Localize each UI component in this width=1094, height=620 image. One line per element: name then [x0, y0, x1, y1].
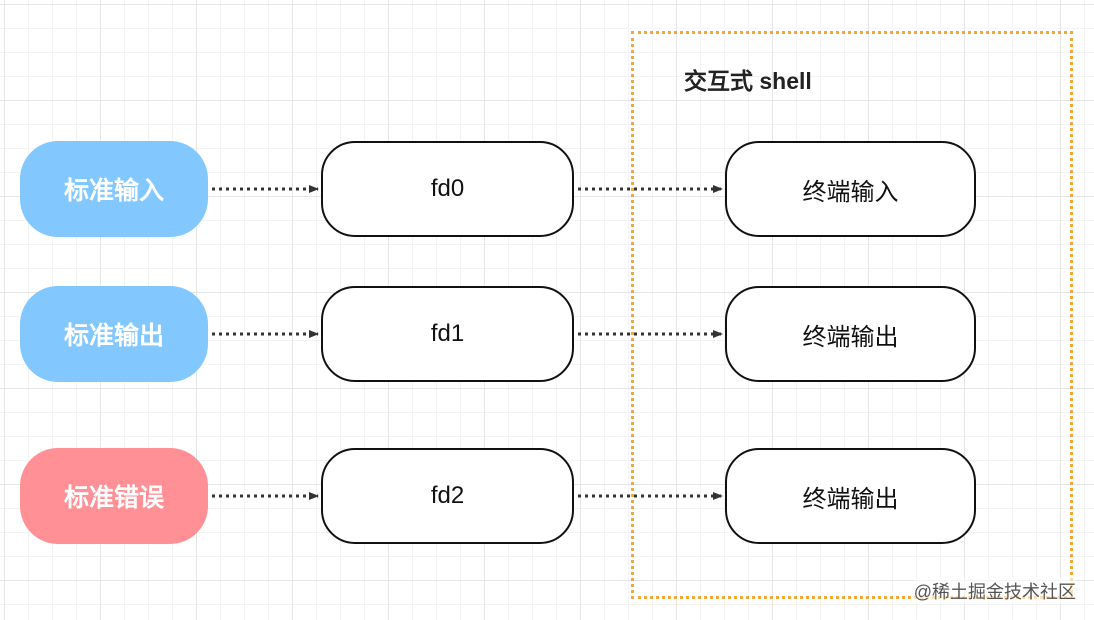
- source-label: 标准输入: [63, 177, 164, 205]
- source-label: 标准错误: [63, 484, 164, 512]
- fd-node-2: fd2: [321, 448, 574, 544]
- terminal-node-input: 终端输入: [725, 141, 976, 237]
- interactive-shell-group: [631, 31, 1073, 599]
- fd-label: fd2: [430, 482, 465, 509]
- terminal-label: 终端输入: [802, 178, 899, 206]
- source-node-stderr: 标准错误: [20, 448, 208, 544]
- terminal-node-output: 终端输出: [725, 286, 976, 382]
- group-title: 交互式 shell: [684, 68, 812, 94]
- terminal-label: 终端输出: [802, 485, 899, 513]
- watermark: @稀土掘金技术社区: [913, 578, 1076, 604]
- fd-label: fd0: [430, 175, 465, 202]
- fd-label: fd1: [430, 320, 465, 347]
- fd-node-1: fd1: [321, 286, 574, 382]
- fd-node-0: fd0: [321, 141, 574, 237]
- source-label: 标准输出: [63, 322, 164, 350]
- source-node-stdin: 标准输入: [20, 141, 208, 237]
- source-node-stdout: 标准输出: [20, 286, 208, 382]
- terminal-node-error-output: 终端输出: [725, 448, 976, 544]
- terminal-label: 终端输出: [802, 323, 899, 351]
